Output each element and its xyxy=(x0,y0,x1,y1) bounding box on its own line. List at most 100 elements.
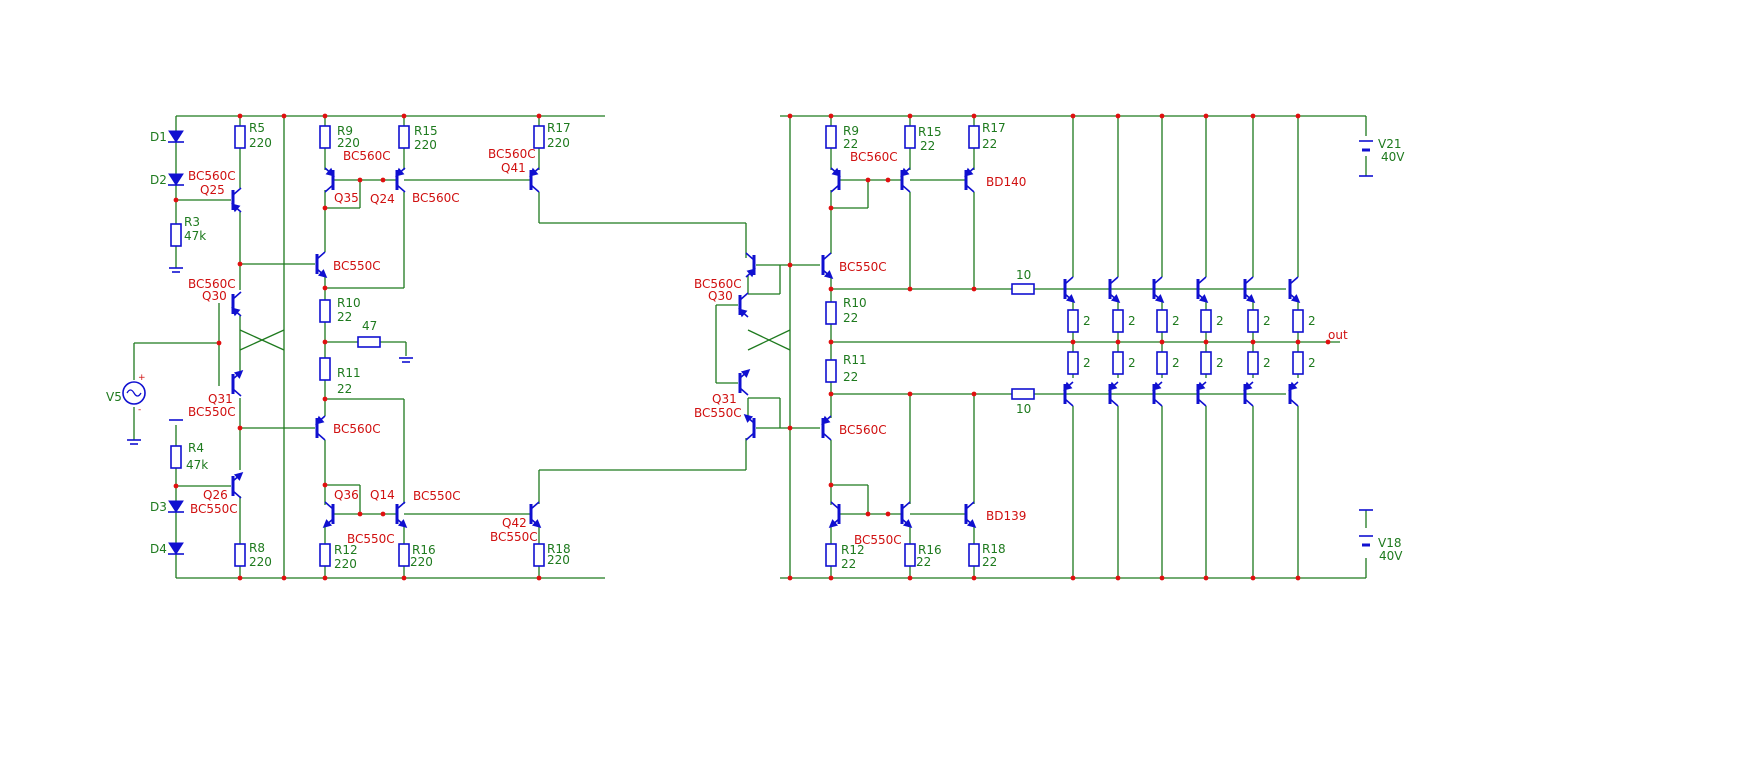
resistor-r12 xyxy=(319,543,331,567)
node-dot xyxy=(237,113,243,119)
label-out: out xyxy=(1328,328,1348,342)
label-r15-right: R15 xyxy=(918,125,942,139)
transistor-q25 xyxy=(231,187,242,213)
resistor-emitter-top-5 xyxy=(1247,309,1259,333)
node-dot xyxy=(971,575,977,581)
transistor-output-top-6 xyxy=(1288,276,1301,303)
node-dot xyxy=(380,511,386,517)
node-dot xyxy=(322,285,328,291)
diode-d3 xyxy=(168,500,184,513)
label-r18-right-value: 22 xyxy=(982,555,997,569)
label-r15: R15 xyxy=(414,124,438,138)
label-emitter-top-2: 2 xyxy=(1128,314,1136,328)
transistor-q41 xyxy=(529,167,540,193)
label-r8: R8 xyxy=(249,541,265,555)
label-qmid2-type: BC560C xyxy=(333,422,381,436)
label-qbot-type: BC550C xyxy=(854,533,902,547)
svg-text:+: + xyxy=(138,373,146,383)
label-q35-type: BC560C xyxy=(343,149,391,163)
node-dot xyxy=(1115,113,1121,119)
label-emitter-top-3: 2 xyxy=(1172,314,1180,328)
node-dot xyxy=(828,339,834,345)
resistor-emitter-bottom-3 xyxy=(1156,351,1168,375)
node-dot xyxy=(237,261,243,267)
label-q35: Q35 xyxy=(334,191,359,205)
node-dot xyxy=(536,575,542,581)
label-v21: V21 xyxy=(1378,137,1401,151)
label-r9-right-value: 22 xyxy=(843,137,858,151)
transistor-bot-mirror-b xyxy=(900,501,913,528)
node-dot xyxy=(787,262,793,268)
resistor-r18-right xyxy=(968,543,980,567)
node-dot xyxy=(1295,113,1301,119)
label-emitter-top-6: 2 xyxy=(1308,314,1316,328)
node-dot xyxy=(787,575,793,581)
node-dot xyxy=(281,575,287,581)
label-q30: Q30 xyxy=(202,289,227,303)
node-dot xyxy=(828,575,834,581)
resistor-r17-right xyxy=(968,125,980,149)
transistor-output-bottom-1 xyxy=(1063,381,1074,407)
node-dot xyxy=(380,177,386,183)
label-q31-right: Q31 xyxy=(712,392,737,406)
transistor-q14 xyxy=(395,501,408,528)
resistor-gate-bottom xyxy=(1011,388,1035,400)
ground-symbol xyxy=(399,357,413,363)
transistor-top-mirror-a xyxy=(830,167,841,193)
label-r15-value: 220 xyxy=(414,138,437,152)
node-dot xyxy=(1250,575,1256,581)
label-q30-right: Q30 xyxy=(708,289,733,303)
resistor-r11 xyxy=(319,357,331,381)
label-r17: R17 xyxy=(547,121,571,135)
node-dot xyxy=(1325,339,1331,345)
resistor-r10-right xyxy=(825,301,837,325)
node-dot xyxy=(971,113,977,119)
transistor-q36 xyxy=(322,501,335,528)
diode-d1 xyxy=(168,130,184,143)
svg-text:-: - xyxy=(138,405,141,415)
ground-symbol xyxy=(127,439,141,445)
label-gate-resistor-top: 10 xyxy=(1016,268,1031,282)
label-q36-type: BC550C xyxy=(347,532,395,546)
label-q31-type: BC550C xyxy=(188,405,236,419)
node-dot xyxy=(907,113,913,119)
label-qmid1-type: BC550C xyxy=(333,259,381,273)
resistor-emitter-top-4 xyxy=(1200,309,1212,333)
node-dot xyxy=(907,286,913,292)
emitter-resistors xyxy=(1067,309,1304,375)
label-r16-value: 220 xyxy=(410,555,433,569)
resistor-emitter-bottom-6 xyxy=(1292,351,1304,375)
node-dot xyxy=(357,177,363,183)
node-dot xyxy=(1070,339,1076,345)
node-dot xyxy=(907,391,913,397)
supply-v21 xyxy=(1359,140,1373,177)
label-r11-value: 22 xyxy=(337,382,352,396)
node-dot xyxy=(1250,113,1256,119)
transistor-bd139 xyxy=(964,501,977,528)
label-r4: R4 xyxy=(188,441,204,455)
node-dot xyxy=(357,511,363,517)
node-dot xyxy=(1203,575,1209,581)
label-q26-type: BC550C xyxy=(190,502,238,516)
right-components xyxy=(825,125,1373,567)
label-r10-right: R10 xyxy=(843,296,867,310)
node-dot xyxy=(322,113,328,119)
label-q26: Q26 xyxy=(203,488,228,502)
node-dot xyxy=(237,425,243,431)
label-r10-value: 22 xyxy=(337,310,352,324)
label-q41-type: BC560C xyxy=(488,147,536,161)
transistor-qmid2 xyxy=(315,415,326,441)
node-dot xyxy=(216,340,222,346)
resistor-emitter-top-1 xyxy=(1067,309,1079,333)
right-labels: R9 22 R15 22 R17 22 BC560C BD140 BC550C … xyxy=(694,121,1405,571)
label-q25: Q25 xyxy=(200,183,225,197)
node-dot xyxy=(865,177,871,183)
transistor-output-bottom-6 xyxy=(1288,381,1299,407)
label-r11: R11 xyxy=(337,366,361,380)
label-emitter-bottom-6: 2 xyxy=(1308,356,1316,370)
transistor-qmid1 xyxy=(315,251,328,278)
node-dot xyxy=(828,286,834,292)
transistor-q31-right-b xyxy=(743,414,756,441)
label-r16: R16 xyxy=(412,543,436,557)
